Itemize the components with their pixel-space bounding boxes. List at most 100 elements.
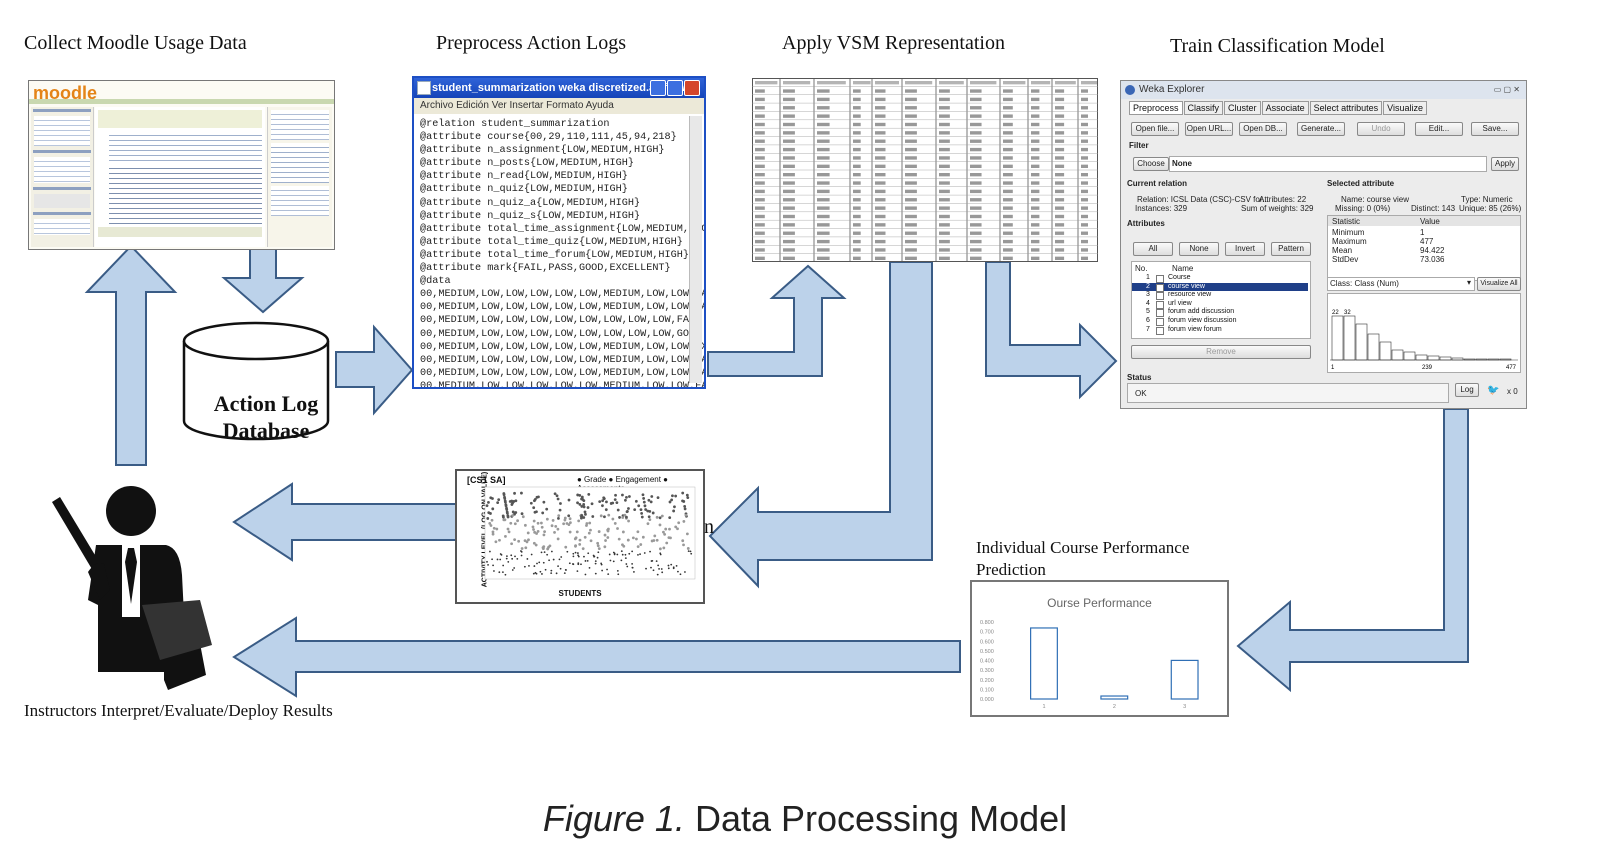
undo-button[interactable]: Undo	[1357, 122, 1405, 136]
attribute-checkbox[interactable]	[1156, 326, 1164, 335]
scatter-point	[569, 521, 572, 524]
attribute-checkbox[interactable]	[1156, 309, 1164, 318]
vsm-cell-glyph	[875, 173, 886, 177]
scatter-point	[682, 543, 685, 547]
stat-name: Maximum	[1332, 237, 1367, 246]
scatter-point	[538, 561, 541, 564]
attribute-number: 3	[1146, 291, 1150, 299]
attr-pattern-button[interactable]: Pattern	[1271, 242, 1311, 256]
vsm-cell-glyph	[875, 114, 886, 118]
filter-apply-button[interactable]: Apply	[1491, 157, 1519, 171]
scatter-point	[647, 515, 651, 519]
vsm-cell-glyph	[1031, 139, 1040, 143]
tab-preprocess[interactable]: Preprocess	[1129, 101, 1183, 115]
scatter-point	[509, 521, 513, 525]
vsm-cell-glyph	[817, 81, 846, 85]
scatter-point	[594, 560, 597, 563]
scatter-point	[510, 499, 514, 503]
close-icon[interactable]	[684, 80, 700, 96]
tab-visualize[interactable]: Visualize	[1383, 101, 1427, 115]
arff-line: @attribute total_time_assignment{LOW,MED…	[420, 223, 706, 235]
remove-button[interactable]: Remove	[1131, 345, 1311, 359]
visualize-all-button[interactable]: Visualize All	[1477, 277, 1521, 291]
vsm-cell-glyph	[1081, 231, 1088, 235]
vsm-cell-glyph	[1081, 139, 1088, 143]
attribute-checkbox[interactable]	[1156, 275, 1164, 283]
scatter-point	[536, 530, 540, 533]
scatter-point	[600, 562, 603, 565]
arff-menu-bar[interactable]: Archivo Edición Ver Insertar Formato Ayu…	[414, 98, 704, 114]
scatter-point	[541, 547, 545, 551]
attr-invert-button[interactable]: Invert	[1225, 242, 1265, 256]
attribute-name: course view	[1168, 282, 1205, 290]
open-db-button[interactable]: Open DB...	[1239, 122, 1287, 136]
tab-cluster[interactable]: Cluster	[1224, 101, 1261, 115]
scatter-point	[633, 508, 637, 512]
scatter-point	[502, 564, 505, 567]
scatter-point	[493, 570, 495, 572]
class-select[interactable]	[1327, 277, 1475, 291]
vsm-cell-glyph	[817, 156, 830, 160]
attribute-checkbox[interactable]	[1156, 300, 1164, 309]
window-controls-icon[interactable]: ▭ ▢ ✕	[1493, 85, 1520, 94]
edit-button[interactable]: Edit...	[1415, 122, 1463, 136]
scatter-point	[681, 491, 685, 495]
scatter-point	[683, 507, 687, 511]
tab-associate[interactable]: Associate	[1261, 101, 1309, 115]
open-file-button[interactable]: Open file...	[1131, 122, 1179, 136]
scatter-point	[621, 553, 624, 556]
vsm-cell-glyph	[875, 206, 886, 210]
histogram-axis-tick: 239	[1422, 365, 1433, 371]
vsm-cell-glyph	[1081, 147, 1088, 152]
chevron-down-icon[interactable]: ▾	[1467, 278, 1472, 287]
attribute-checkbox[interactable]	[1156, 292, 1164, 301]
tab-classify[interactable]: Classify	[1183, 101, 1224, 115]
scatter-point	[677, 570, 679, 573]
tab-select-attributes[interactable]: Select attributes	[1309, 101, 1383, 115]
attribute-checkbox[interactable]	[1156, 283, 1164, 292]
attr-all-button[interactable]: All	[1133, 242, 1173, 256]
scatter-point	[661, 571, 664, 574]
filter-field[interactable]	[1169, 156, 1487, 172]
vsm-cell-glyph	[1003, 131, 1013, 135]
scatter-point	[516, 557, 519, 560]
scatter-point	[640, 515, 644, 519]
attribute-checkbox[interactable]	[1156, 318, 1164, 326]
scatter-point	[690, 552, 693, 555]
vsm-cell-glyph	[1055, 256, 1065, 260]
histogram-bar	[1427, 355, 1440, 361]
attribute-name: forum add discussion	[1168, 308, 1235, 316]
generate-button[interactable]: Generate...	[1297, 122, 1345, 136]
scatter-point	[612, 560, 615, 563]
scatter-point	[655, 515, 659, 519]
vsm-cell-glyph	[970, 131, 982, 135]
open-url-button[interactable]: Open URL...	[1185, 122, 1233, 136]
vsm-cell-glyph	[817, 223, 830, 227]
status-value: OK	[1135, 389, 1147, 398]
minimize-icon[interactable]	[650, 80, 666, 96]
arff-scrollbar[interactable]	[689, 116, 702, 383]
vsm-cell-glyph	[755, 81, 778, 85]
log-button[interactable]: Log	[1455, 383, 1479, 397]
save-button[interactable]: Save...	[1471, 122, 1519, 136]
maximize-icon[interactable]	[667, 80, 683, 96]
vsm-cell-glyph	[755, 122, 765, 127]
scatter-point	[486, 517, 490, 520]
vsm-cell-glyph	[853, 181, 861, 185]
scatter-point	[685, 493, 689, 497]
attr-none-button[interactable]: None	[1179, 242, 1219, 256]
scatter-point	[580, 515, 584, 519]
scatter-point	[627, 507, 630, 510]
filter-choose-button[interactable]: Choose	[1133, 157, 1169, 171]
scatter-point	[598, 500, 602, 503]
